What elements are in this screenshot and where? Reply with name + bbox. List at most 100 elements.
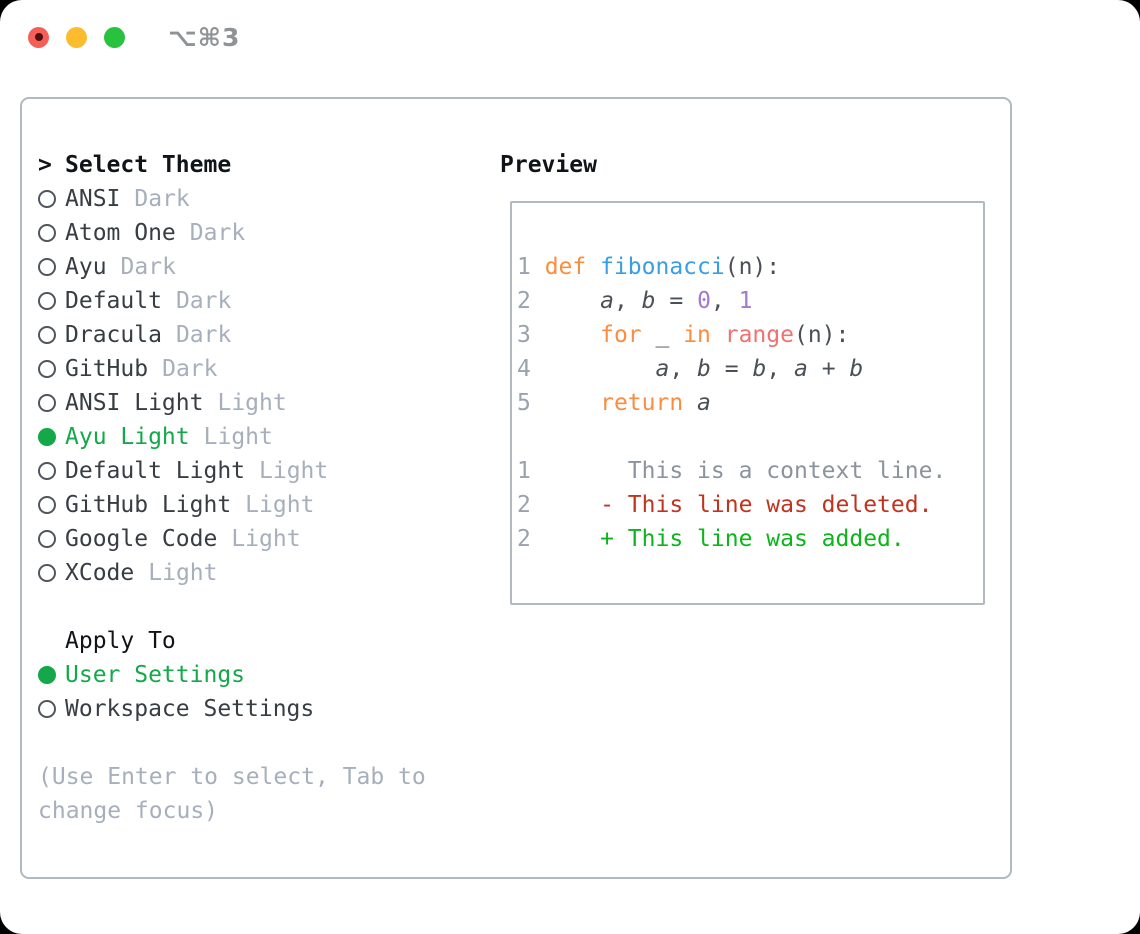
theme-name: Ayu xyxy=(65,254,107,280)
radio-cell xyxy=(38,496,65,514)
radio-icon xyxy=(38,326,56,344)
radio-icon xyxy=(38,360,56,378)
theme-option-atom-one[interactable]: Atom One Dark xyxy=(38,216,426,250)
code-line: 1 This is a context line. xyxy=(517,458,947,484)
radio-icon xyxy=(38,394,56,412)
radio-cell xyxy=(38,530,65,548)
radio-cell xyxy=(38,292,65,310)
radio-selected-icon xyxy=(38,428,56,446)
hint-text: (Use Enter to select, Tab to change focu… xyxy=(38,760,426,828)
theme-name: Ayu Light xyxy=(65,424,190,450)
theme-option-default-light[interactable]: Default Light Light xyxy=(38,454,426,488)
radio-cell xyxy=(38,462,65,480)
code-line: 3 for _ in range(n): xyxy=(517,322,850,348)
radio-cell xyxy=(38,666,65,684)
theme-variant: Dark xyxy=(189,220,246,246)
apply-to-title: Apply To xyxy=(65,628,176,654)
theme-variant: Light xyxy=(231,526,301,552)
theme-name: ANSI Light xyxy=(65,390,204,416)
radio-icon xyxy=(38,700,56,718)
hint-line-1: (Use Enter to select, Tab to xyxy=(38,764,426,790)
theme-name: GitHub Light xyxy=(65,492,232,518)
apply-option-label: Workspace Settings xyxy=(65,696,315,722)
theme-option-github[interactable]: GitHub Dark xyxy=(38,352,426,386)
radio-cell xyxy=(38,326,65,344)
preview-title: Preview xyxy=(500,152,597,178)
theme-option-ayu[interactable]: Ayu Dark xyxy=(38,250,426,284)
apply-to-header: Apply To xyxy=(38,624,426,658)
code-line: 2 - This line was deleted. xyxy=(517,492,933,518)
theme-name: XCode xyxy=(65,560,135,586)
theme-option-ansi[interactable]: ANSI Dark xyxy=(38,182,426,216)
window-title: ⌥⌘3 xyxy=(168,22,241,52)
radio-selected-icon xyxy=(38,666,56,684)
theme-variant: Dark xyxy=(120,254,176,280)
radio-icon xyxy=(38,292,56,310)
preview-panel: 1 def fibonacci(n): 2 a, b = 0, 1 3 for _ … xyxy=(510,201,985,605)
select-theme-title: Select Theme xyxy=(65,152,232,178)
theme-variant: Light xyxy=(245,492,315,518)
theme-variant: Dark xyxy=(175,322,232,348)
theme-name: Default xyxy=(65,288,162,314)
theme-option-ansi-light[interactable]: ANSI Light Light xyxy=(38,386,426,420)
apply-option-user-settings[interactable]: User Settings xyxy=(38,658,426,692)
radio-cell xyxy=(38,258,65,276)
radio-icon xyxy=(38,462,56,480)
hint-line-2: change focus) xyxy=(38,798,219,824)
theme-name: Dracula xyxy=(65,322,162,348)
theme-variant: Light xyxy=(148,560,218,586)
radio-cell xyxy=(38,360,65,378)
apply-option-workspace-settings[interactable]: Workspace Settings xyxy=(38,692,426,726)
theme-variant: Light xyxy=(259,458,329,484)
radio-icon xyxy=(38,564,56,582)
apply-option-label: User Settings xyxy=(65,662,246,688)
radio-cell xyxy=(38,394,65,412)
theme-name: GitHub xyxy=(65,356,149,382)
zoom-button[interactable] xyxy=(104,26,125,48)
theme-variant: Light xyxy=(203,424,273,450)
radio-icon xyxy=(38,530,56,548)
theme-variant: Dark xyxy=(175,288,232,314)
radio-icon xyxy=(38,224,56,242)
radio-cell xyxy=(38,700,65,718)
code-line: 4 a, b = b, a + b xyxy=(517,356,864,382)
code-line: 2 + This line was added. xyxy=(517,526,905,552)
theme-name: Atom One xyxy=(65,220,176,246)
radio-icon xyxy=(38,496,56,514)
close-button[interactable] xyxy=(28,26,49,48)
minimize-button[interactable] xyxy=(66,26,87,48)
spacer xyxy=(38,726,426,760)
radio-icon xyxy=(38,258,56,276)
spacer xyxy=(38,590,426,624)
radio-cell xyxy=(38,564,65,582)
theme-variant: Dark xyxy=(162,356,218,382)
theme-option-google-code[interactable]: Google Code Light xyxy=(38,522,426,556)
theme-option-github-light[interactable]: GitHub Light Light xyxy=(38,488,426,522)
theme-variant: Dark xyxy=(134,186,190,212)
code-line: 2 a, b = 0, 1 xyxy=(517,288,753,314)
cursor-arrow-icon: > xyxy=(38,152,52,178)
theme-variant: Light xyxy=(217,390,287,416)
select-theme-header: > Select Theme xyxy=(38,148,426,182)
radio-cell xyxy=(38,190,65,208)
theme-name: Google Code xyxy=(65,526,218,552)
code-preview: 1 def fibonacci(n): 2 a, b = 0, 1 3 for _ … xyxy=(512,203,983,556)
theme-option-ayu-light[interactable]: Ayu Light Light xyxy=(38,420,426,454)
radio-cell xyxy=(38,428,65,446)
code-line xyxy=(517,420,983,454)
theme-option-default[interactable]: Default Dark xyxy=(38,284,426,318)
radio-cell xyxy=(38,224,65,242)
code-line: 5 return a xyxy=(517,390,711,416)
titlebar: ⌥⌘3 xyxy=(0,0,1140,52)
radio-icon xyxy=(38,190,56,208)
code-line: 1 def fibonacci(n): xyxy=(517,254,781,280)
theme-option-xcode[interactable]: XCode Light xyxy=(38,556,426,590)
theme-option-dracula[interactable]: Dracula Dark xyxy=(38,318,426,352)
theme-name: ANSI xyxy=(65,186,121,212)
theme-name: Default Light xyxy=(65,458,246,484)
